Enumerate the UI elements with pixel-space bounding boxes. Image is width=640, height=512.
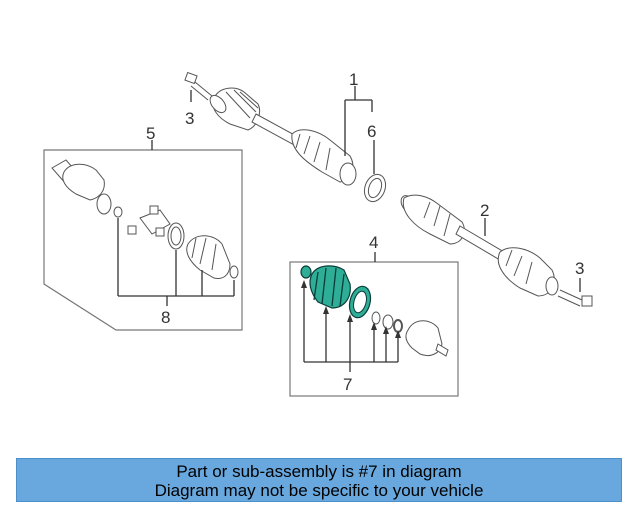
bolt-upper-left (184, 71, 213, 101)
callout-8: 8 (161, 308, 170, 327)
callout-4: 4 (369, 233, 378, 252)
caption-line-1: Part or sub-assembly is #7 in diagram (176, 462, 462, 481)
highlighted-boot (309, 265, 351, 309)
callout-7: 7 (343, 375, 352, 394)
callout-2: 2 (480, 201, 489, 220)
callout-6: 6 (367, 122, 376, 141)
part-6-ring (363, 173, 387, 203)
upper-axle-shaft (184, 71, 357, 186)
parts-diagram: 1 6 3 5 2 4 3 8 7 (43, 70, 593, 397)
highlighted-small-clamp (300, 265, 312, 279)
caption-bar: Part or sub-assembly is #7 in diagram Di… (16, 458, 622, 502)
box-4-boot-kit (289, 252, 459, 397)
box-5-assembly (43, 140, 243, 331)
callout-1: 1 (349, 70, 358, 89)
leader-lines-8 (117, 218, 235, 306)
callout-3-upper: 3 (185, 109, 194, 128)
callout-5: 5 (146, 124, 155, 143)
leader-lines-1-6 (190, 86, 375, 174)
bolt-lower-right (557, 289, 593, 307)
caption-line-2: Diagram may not be specific to your vehi… (154, 481, 484, 500)
right-axle-shaft (400, 194, 593, 307)
leader-lines-7 (301, 280, 401, 372)
callout-3-right: 3 (575, 259, 584, 278)
